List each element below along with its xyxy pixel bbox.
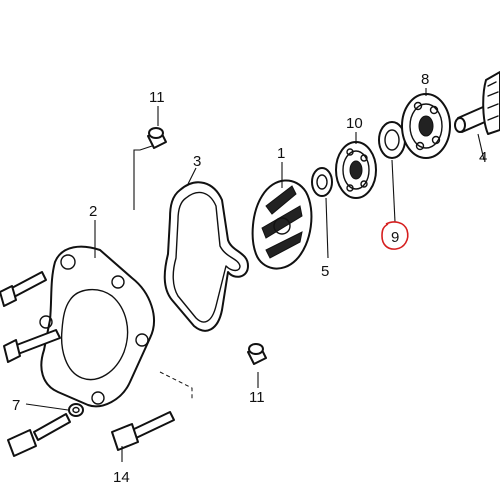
callout-10: 10 bbox=[346, 115, 363, 132]
callout-14: 14 bbox=[113, 469, 130, 486]
shaft-part-4 bbox=[454, 71, 500, 135]
gasket-part-3 bbox=[163, 181, 249, 332]
callout-11-bottom: 11 bbox=[249, 389, 265, 406]
callout-4: 4 bbox=[479, 149, 487, 166]
bearing-part-8 bbox=[401, 93, 451, 159]
callout-1: 1 bbox=[277, 145, 285, 162]
bolt-part-7 bbox=[7, 413, 71, 457]
bearing-part-10 bbox=[335, 141, 377, 199]
callout-7: 7 bbox=[12, 397, 20, 414]
bolt-part-14 bbox=[111, 411, 175, 451]
dowel-pin-top-part-11 bbox=[147, 127, 167, 149]
leader-lines bbox=[25, 88, 485, 462]
callout-2: 2 bbox=[89, 203, 97, 220]
callout-5: 5 bbox=[321, 263, 329, 280]
dowel-pin-bottom-part-11 bbox=[247, 343, 267, 365]
impeller-part-1 bbox=[251, 179, 313, 270]
bolt-middle-left bbox=[3, 329, 61, 363]
callout-8: 8 bbox=[421, 71, 429, 88]
bolt-upper-left bbox=[0, 271, 47, 307]
callout-11-top: 11 bbox=[149, 89, 165, 106]
pump-cover-part-2 bbox=[39, 245, 193, 408]
washer-part-7 bbox=[68, 403, 84, 417]
callout-9: 9 bbox=[391, 229, 399, 246]
callout-3: 3 bbox=[193, 153, 201, 170]
highlight-circle-part-9 bbox=[381, 221, 409, 250]
washer-part-5 bbox=[311, 167, 333, 197]
